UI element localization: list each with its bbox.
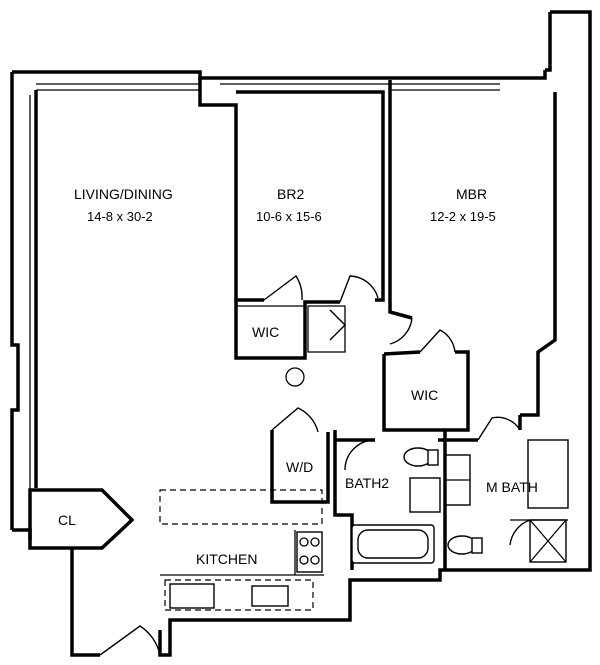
bath-walls [333,415,569,570]
mbr-walls [382,80,557,432]
br2-dims: 10-6 x 15-6 [256,209,322,224]
closet-label: CL [58,512,76,528]
living-dining-label: LIVING/DINING [74,186,173,202]
entry-door-swing [99,625,161,656]
kitchen-fixtures [159,489,324,611]
mbr-dims: 12-2 x 19-5 [430,209,496,224]
wd-label: W/D [286,459,314,475]
wic-br2-label: WIC [252,324,280,340]
bath2-label: BATH2 [345,475,390,491]
closet-walls [28,488,135,550]
column-circle [285,367,305,387]
mbr-label: MBR [456,186,488,202]
wic-mbr-label: WIC [411,387,439,403]
br2-label: BR2 [277,186,305,202]
br2-walls [198,78,385,360]
kitchen-label: KITCHEN [196,551,258,567]
living-dining-dims: 14-8 x 30-2 [87,209,153,224]
wd-walls [270,407,330,504]
m-bath-label: M BATH [486,479,538,495]
